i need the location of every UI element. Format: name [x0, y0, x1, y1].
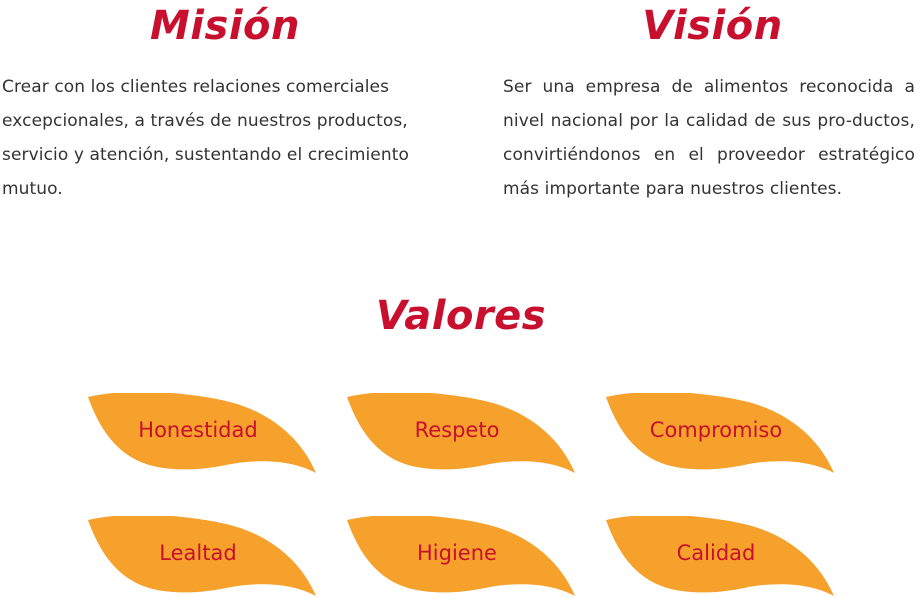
vision-text: Ser una empresa de alimentos reconocida …: [503, 77, 915, 199]
orange-leaf-shape: [88, 516, 316, 596]
orange-leaf-shape: [606, 516, 834, 596]
valor-label: Compromiso: [649, 418, 783, 442]
orange-leaf-shape: [606, 393, 834, 473]
valor-label: Calidad: [676, 541, 756, 565]
orange-leaf-shape: [347, 393, 575, 473]
valor-badge-higiene: Higiene: [345, 516, 577, 598]
valor-badge-respeto: Respeto: [345, 393, 577, 475]
valor-badge-compromiso: Compromiso: [604, 393, 836, 475]
valor-badge-lealtad: Lealtad: [86, 516, 318, 598]
vision-title: Visión: [642, 3, 783, 49]
valor-label: Respeto: [414, 418, 500, 442]
valor-label: Honestidad: [138, 418, 258, 442]
valor-badge-calidad: Calidad: [604, 516, 836, 598]
orange-leaf-shape: [88, 393, 316, 473]
mision-text: Crear con los clientes relaciones comerc…: [2, 77, 409, 199]
valores-title: Valores: [375, 293, 547, 339]
valor-badge-honestidad: Honestidad: [86, 393, 318, 475]
valor-label: Lealtad: [159, 541, 237, 565]
valor-label: Higiene: [417, 541, 497, 565]
orange-leaf-shape: [347, 516, 575, 596]
mision-title: Misión: [150, 3, 300, 49]
